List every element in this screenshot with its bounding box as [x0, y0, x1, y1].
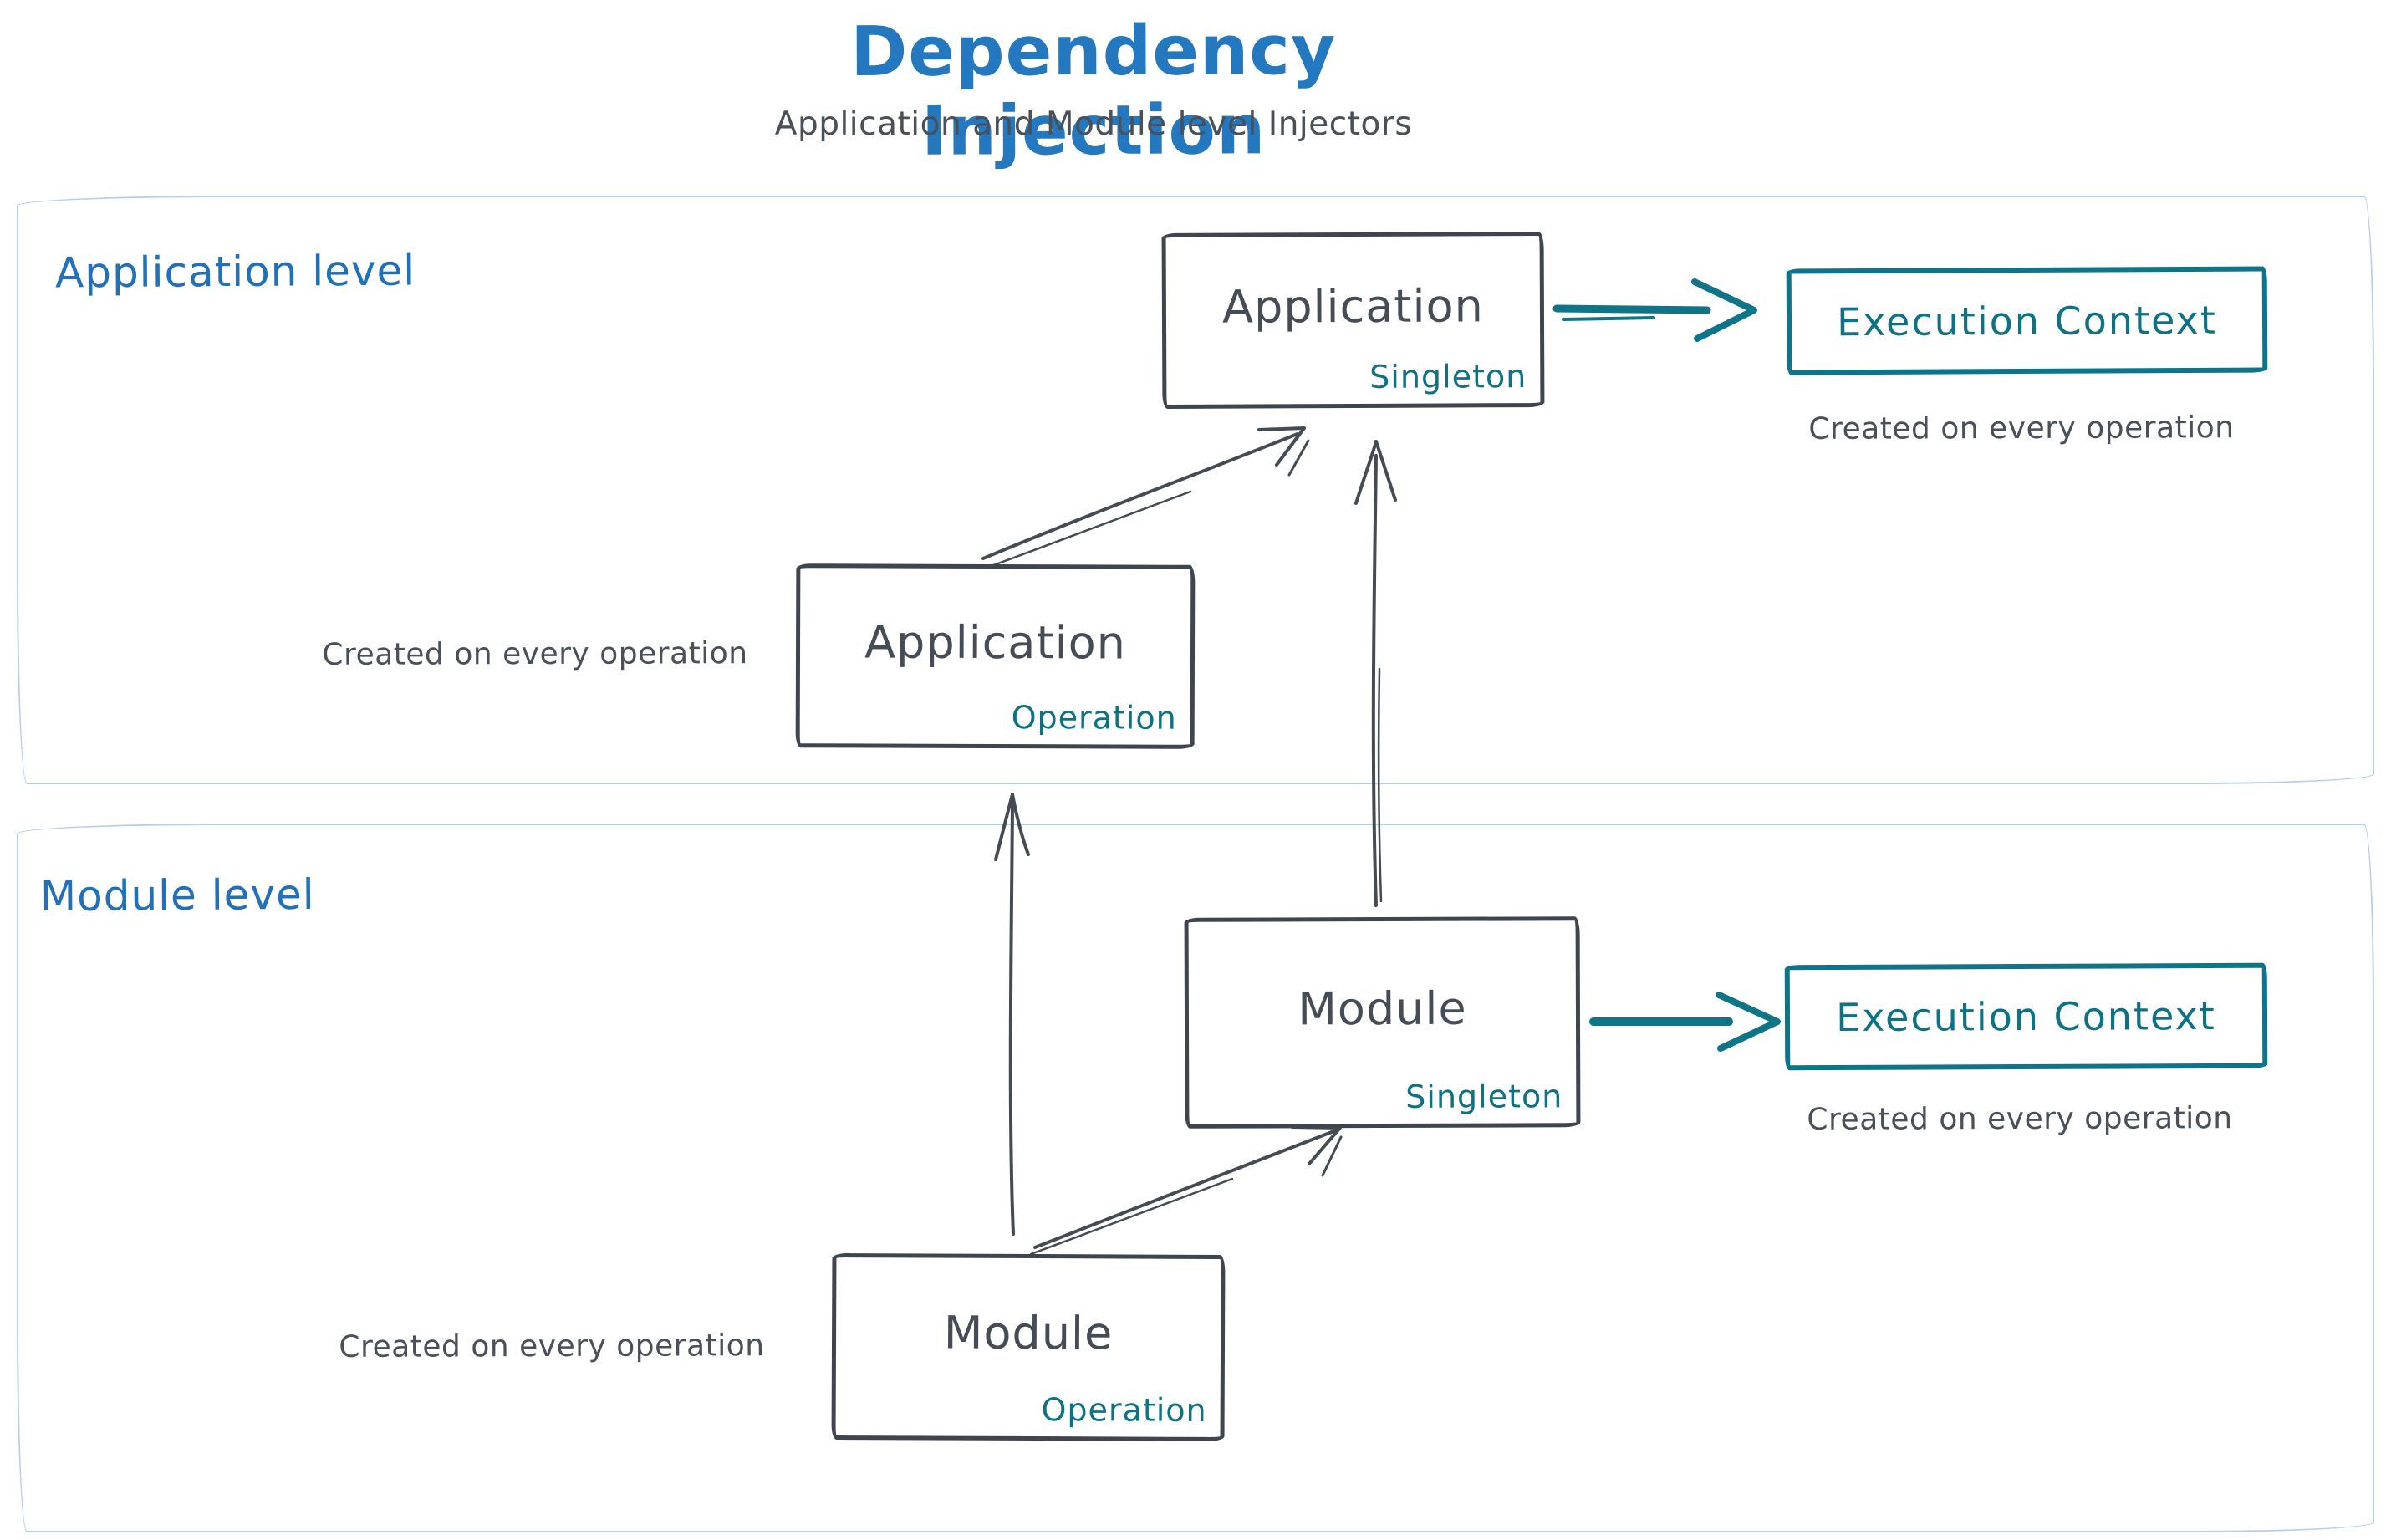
module-operation-tag: Operation [1041, 1391, 1207, 1429]
app-singleton-tag: Singleton [1369, 358, 1527, 395]
module-singleton-box: Module Singleton [1184, 916, 1581, 1129]
app-singleton-title: Application [1221, 278, 1484, 334]
caption-execution-context-module: Created on every operation [1807, 1101, 2233, 1137]
execution-context-box-module: Execution Context [1784, 962, 2268, 1071]
app-operation-title: Application [864, 614, 1127, 670]
arrow-module-operation-to-module-singleton [1029, 1125, 1343, 1256]
module-operation-box: Module Operation [831, 1252, 1226, 1442]
module-operation-title: Module [943, 1306, 1114, 1360]
module-singleton-title: Module [1298, 982, 1467, 1035]
arrow-module-operation-to-app-operation [994, 793, 1030, 1236]
module-singleton-tag: Singleton [1405, 1078, 1563, 1115]
arrow-module-singleton-to-execution-context [1589, 992, 1781, 1052]
caption-app-operation: Created on every operation [322, 636, 748, 672]
execution-context-title-module: Execution Context [1836, 993, 2216, 1040]
arrow-app-operation-to-app-singleton [981, 426, 1310, 569]
execution-context-box-application: Execution Context [1786, 266, 2268, 375]
caption-module-operation: Created on every operation [339, 1328, 765, 1364]
page-subtitle: Application and Module level Injectors [774, 105, 1413, 143]
arrow-app-singleton-to-execution-context [1552, 278, 1757, 342]
app-singleton-box: Application Singleton [1161, 232, 1545, 409]
execution-context-title-application: Execution Context [1837, 297, 2217, 344]
app-operation-box: Application Operation [795, 563, 1196, 749]
arrow-module-singleton-to-app-singleton [1354, 440, 1397, 907]
app-operation-tag: Operation [1011, 699, 1177, 737]
caption-execution-context-application: Created on every operation [1808, 410, 2235, 446]
